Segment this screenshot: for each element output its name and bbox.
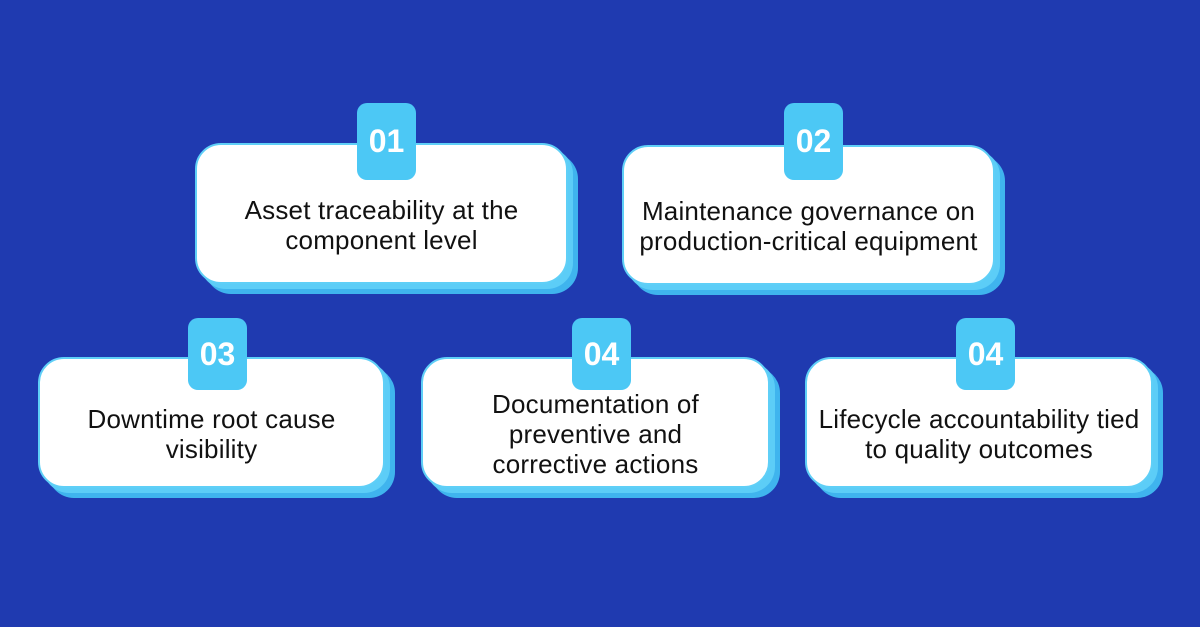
card-text: Maintenance governance on production-cri… xyxy=(639,196,978,256)
card-face: Maintenance governance on production-cri… xyxy=(622,145,995,285)
number-badge: 03 xyxy=(188,318,247,390)
number-badge: 01 xyxy=(357,103,416,180)
card-text: Asset traceability at the component leve… xyxy=(244,194,519,255)
number-badge: 04 xyxy=(572,318,631,390)
number-badge: 04 xyxy=(956,318,1015,390)
card-3: Downtime root cause visibility xyxy=(38,357,395,498)
card-face: Asset traceability at the component leve… xyxy=(195,143,568,284)
number-badge: 02 xyxy=(784,103,843,180)
card-text: Documentation of preventive and correcti… xyxy=(492,388,699,479)
card-text: Downtime root cause visibility xyxy=(87,403,336,464)
card-face: Lifecycle accountability tied to quality… xyxy=(805,357,1153,488)
card-text: Lifecycle accountability tied to quality… xyxy=(818,403,1140,464)
